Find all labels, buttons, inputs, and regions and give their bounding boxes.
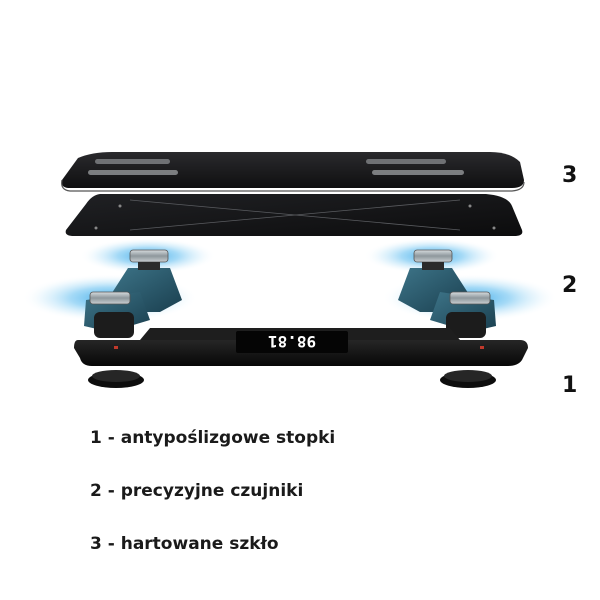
led-display-panel [236, 331, 348, 353]
legend-item-precision-sensors: 2 - precyzyjne czujniki [90, 481, 304, 501]
legend-item-antislip-feet: 1 - antypoślizgowe stopki [90, 428, 336, 448]
sensor-front-right [449, 291, 491, 305]
foot-right [440, 370, 496, 388]
sensor-back-left [129, 249, 169, 270]
layer-number-1: 1 [562, 373, 578, 398]
base-layer: 98.81 [74, 328, 528, 388]
legend-item-tempered-glass: 3 - hartowane szkło [90, 534, 279, 554]
sensor-front-left [89, 291, 131, 305]
exploded-scale-illustration: 98.81 [22, 152, 558, 388]
led-display-reading: 98.81 [268, 332, 316, 351]
layer-number-3: 3 [562, 163, 578, 188]
sensor-layer [22, 238, 558, 338]
foot-left [88, 370, 144, 388]
inner-plate-layer [65, 194, 523, 236]
layer-number-2: 2 [562, 273, 578, 298]
sensor-back-right [413, 249, 453, 270]
tempered-glass-layer [61, 152, 525, 192]
